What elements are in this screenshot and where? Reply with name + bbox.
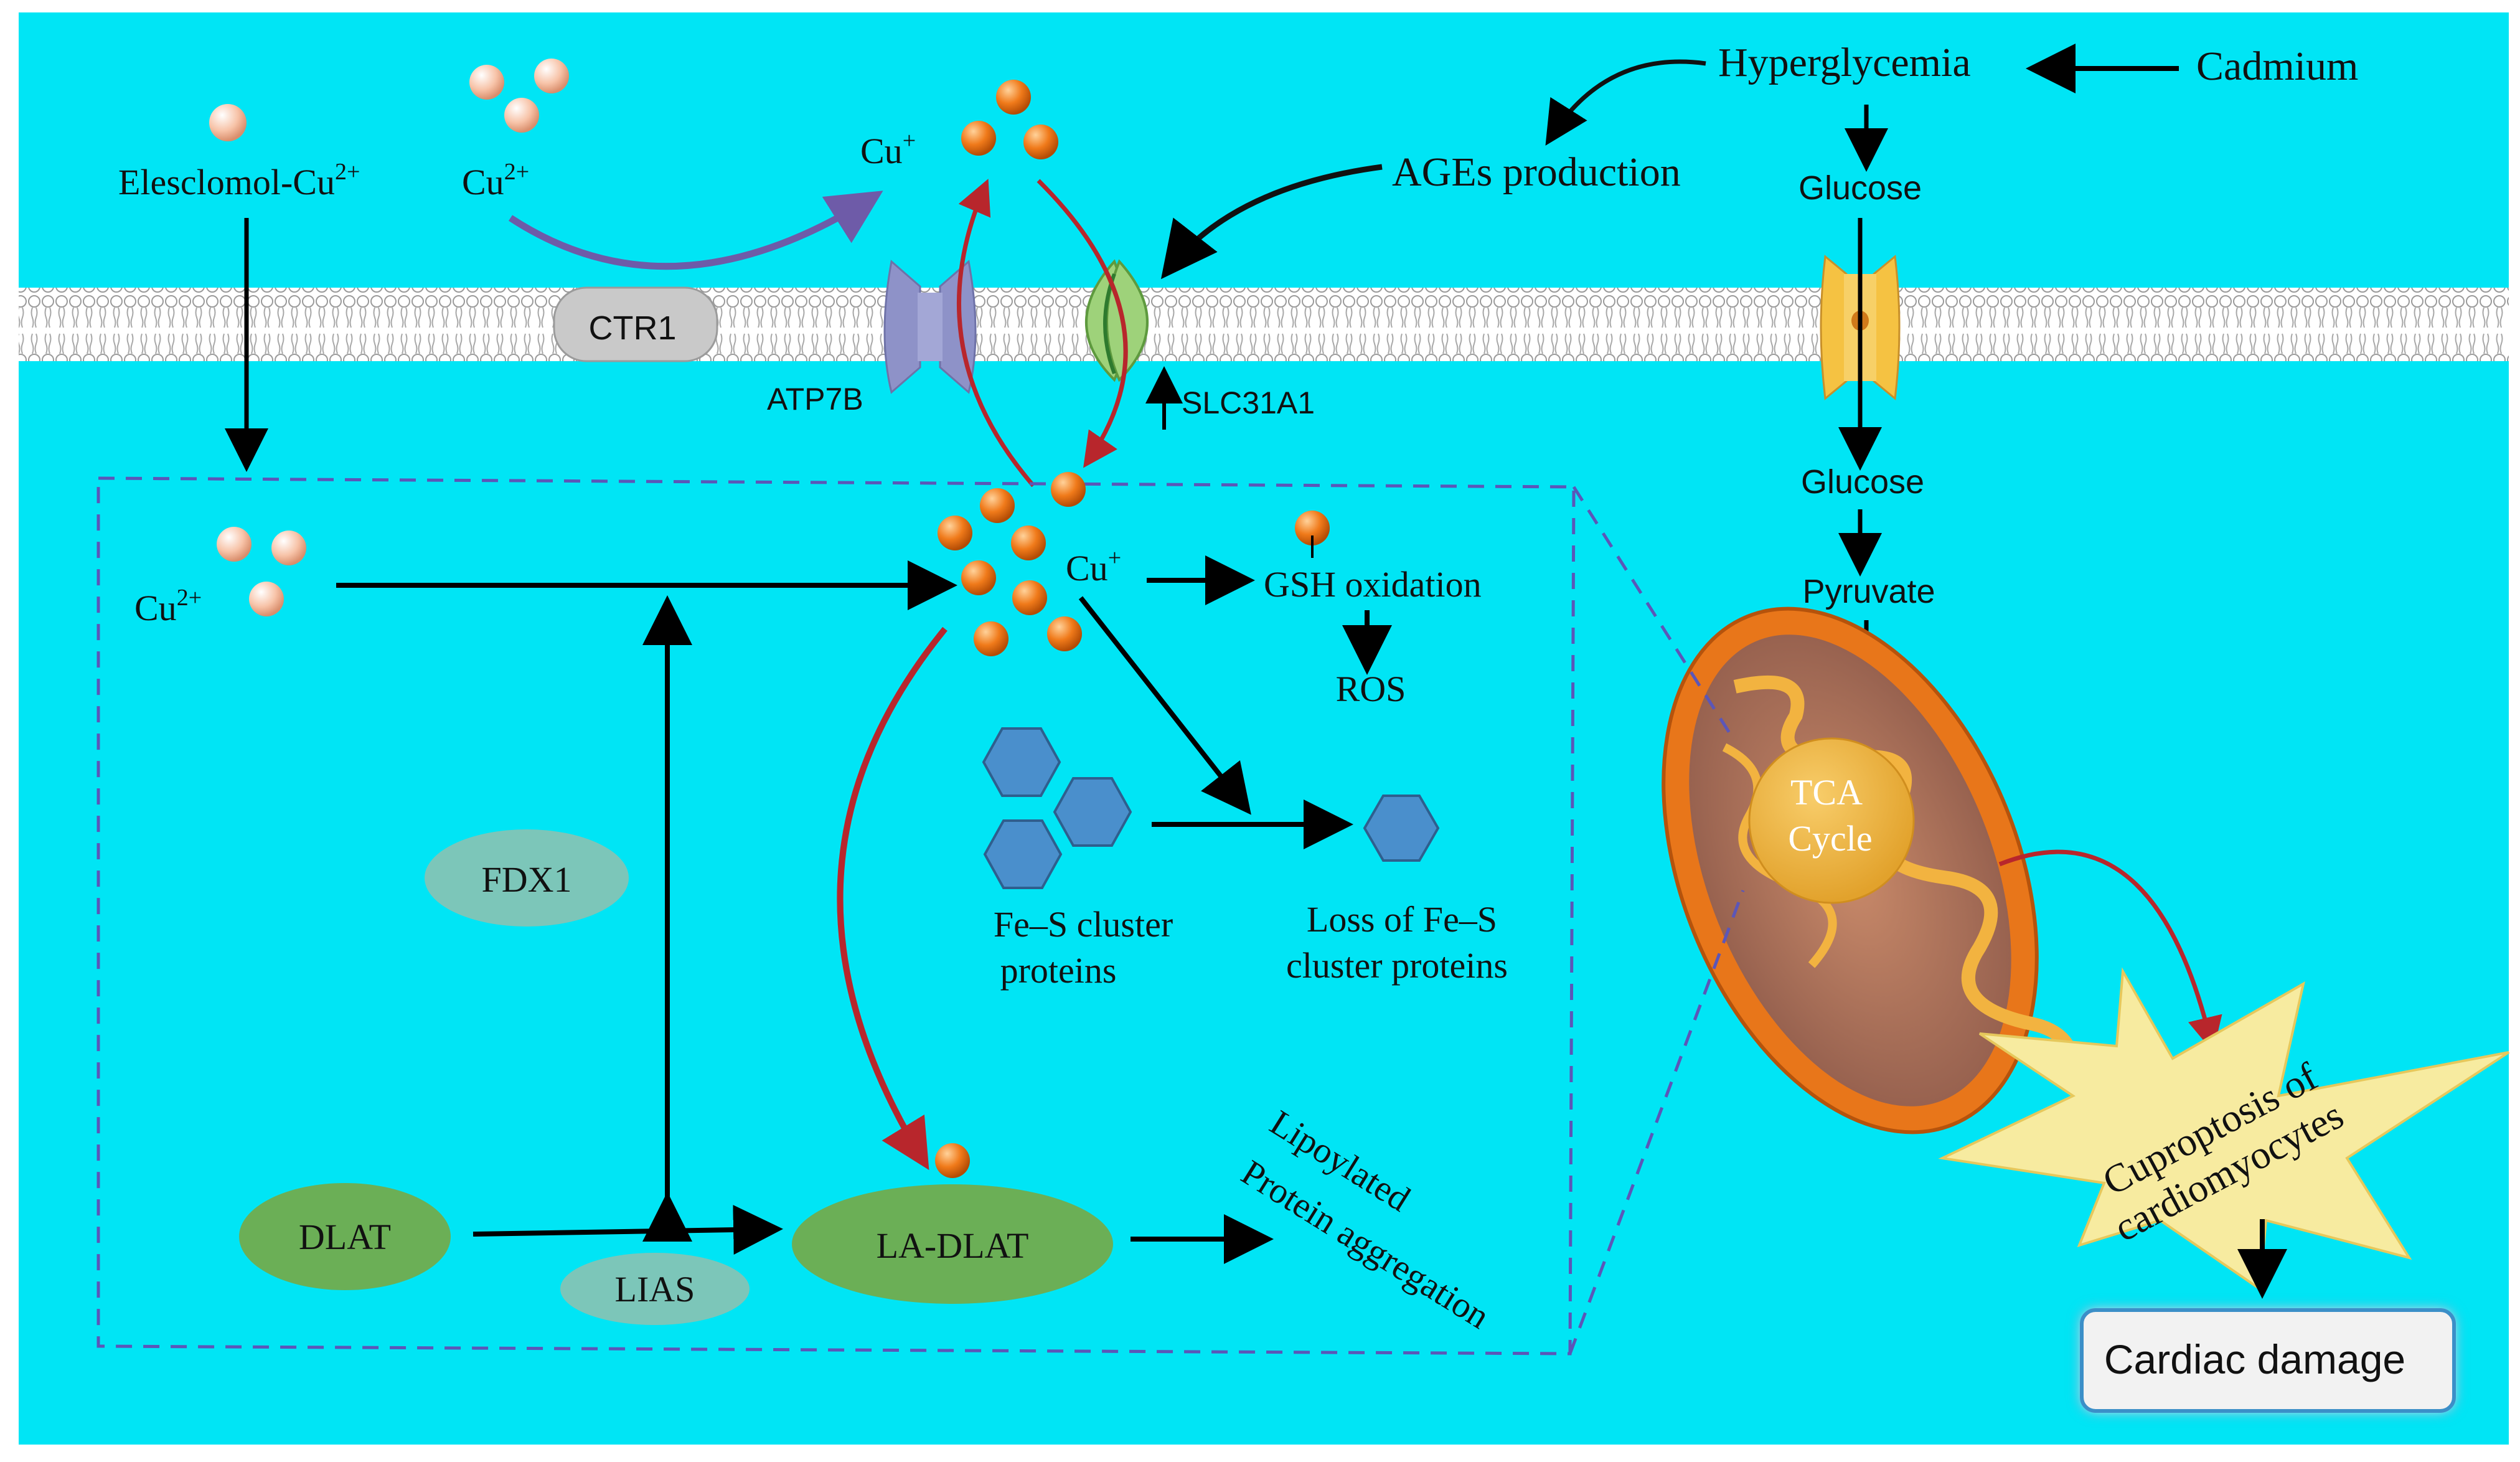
ctr1-label: CTR1 [588, 309, 676, 347]
fdx1-label: FDX1 [481, 859, 571, 900]
slc31a1-import-arrow [1037, 179, 1128, 468]
cu-plus-to-fes-loss-arrow [1078, 596, 1251, 815]
la-dlat-label: LA-DLAT [877, 1225, 1029, 1266]
la-dlat-copper-ion-icon [935, 1143, 970, 1178]
cardiac-damage-box [2080, 1308, 2456, 1413]
tca-cycle-label-line1: TCA [1790, 772, 1863, 813]
hyperglycemia-to-ages-arrow [1545, 59, 1706, 146]
lost-fe-s-protein-icon [1363, 795, 1440, 862]
tca-cycle-icon [1748, 737, 1915, 904]
loss-fe-s-label-line2: cluster proteins [1286, 945, 1508, 986]
fe-s-label-line2: proteins [1000, 950, 1117, 991]
la-dlat-node [792, 1184, 1113, 1304]
dlat-label: DLAT [299, 1217, 391, 1257]
cu-plus-extracellular-ions-icon [961, 80, 1058, 159]
fe-s-cluster-proteins-icon [982, 727, 1132, 889]
pyruvate-label: Pyruvate [1802, 573, 1935, 610]
tca-cycle-label-line2: Cycle [1788, 818, 1872, 859]
elesclomol-cu-label: Elesclomol-Cu2+ [118, 159, 360, 202]
slc31a1-label: SLC31A1 [1182, 385, 1315, 420]
cu-plus-intracellular-label: Cu+ [1066, 545, 1121, 588]
cu-plus-intracellular-ions-icon [938, 472, 1086, 656]
cu2-extracellular-ions-icon [469, 59, 569, 133]
atp7b-transporter [883, 260, 977, 394]
ros-label: ROS [1336, 669, 1406, 709]
fdx1-node [425, 829, 629, 927]
ages-production-label: AGEs production [1392, 149, 1681, 195]
cell-membrane [19, 288, 2509, 361]
glucose-extracellular-label: Glucose [1798, 169, 1922, 207]
dlat-to-la-dlat-arrow [472, 1205, 783, 1255]
ages-to-slc31a1-arrow [1160, 164, 1383, 280]
cu-plus-extracellular-label: Cu+ [860, 128, 916, 171]
zoom-line-bottom [1568, 890, 1745, 1354]
cardiac-damage-label: Cardiac damage [2104, 1336, 2405, 1382]
cu2-extracellular-label: Cu2+ [462, 159, 529, 202]
atp7b-label: ATP7B [767, 382, 863, 417]
cu-plus-to-la-dlat-arrow [837, 626, 947, 1171]
fe-s-label-line1: Fe–S cluster [994, 904, 1173, 945]
cu2-to-cu-plus-arrow [508, 191, 883, 270]
loss-fe-s-label-line1: Loss of Fe–S [1307, 899, 1497, 940]
dlat-node [239, 1183, 451, 1290]
glucose-intracellular-label: Glucose [1801, 463, 1924, 501]
lias-label: LIAS [615, 1269, 695, 1309]
ctr1-transporter [553, 286, 718, 362]
lias-node [560, 1253, 750, 1325]
mitochondrion-to-cuproptosis-arrow [1998, 849, 2222, 1052]
cu2-intracellular-label: Cu2+ [134, 585, 202, 628]
cu2-intracellular-ions-icon [217, 527, 306, 616]
elesclomol-ion-icon [209, 104, 247, 141]
slc31a1-transporter [1085, 259, 1149, 382]
gsh-copper-ion-icon [1295, 511, 1330, 558]
gsh-oxidation-label: GSH oxidation [1264, 564, 1482, 605]
zoom-line-top [1572, 486, 1732, 736]
cadmium-label: Cadmium [2196, 44, 2358, 89]
hyperglycemia-label: Hyperglycemia [1718, 40, 1971, 85]
atp7b-export-arrow [956, 179, 1035, 488]
